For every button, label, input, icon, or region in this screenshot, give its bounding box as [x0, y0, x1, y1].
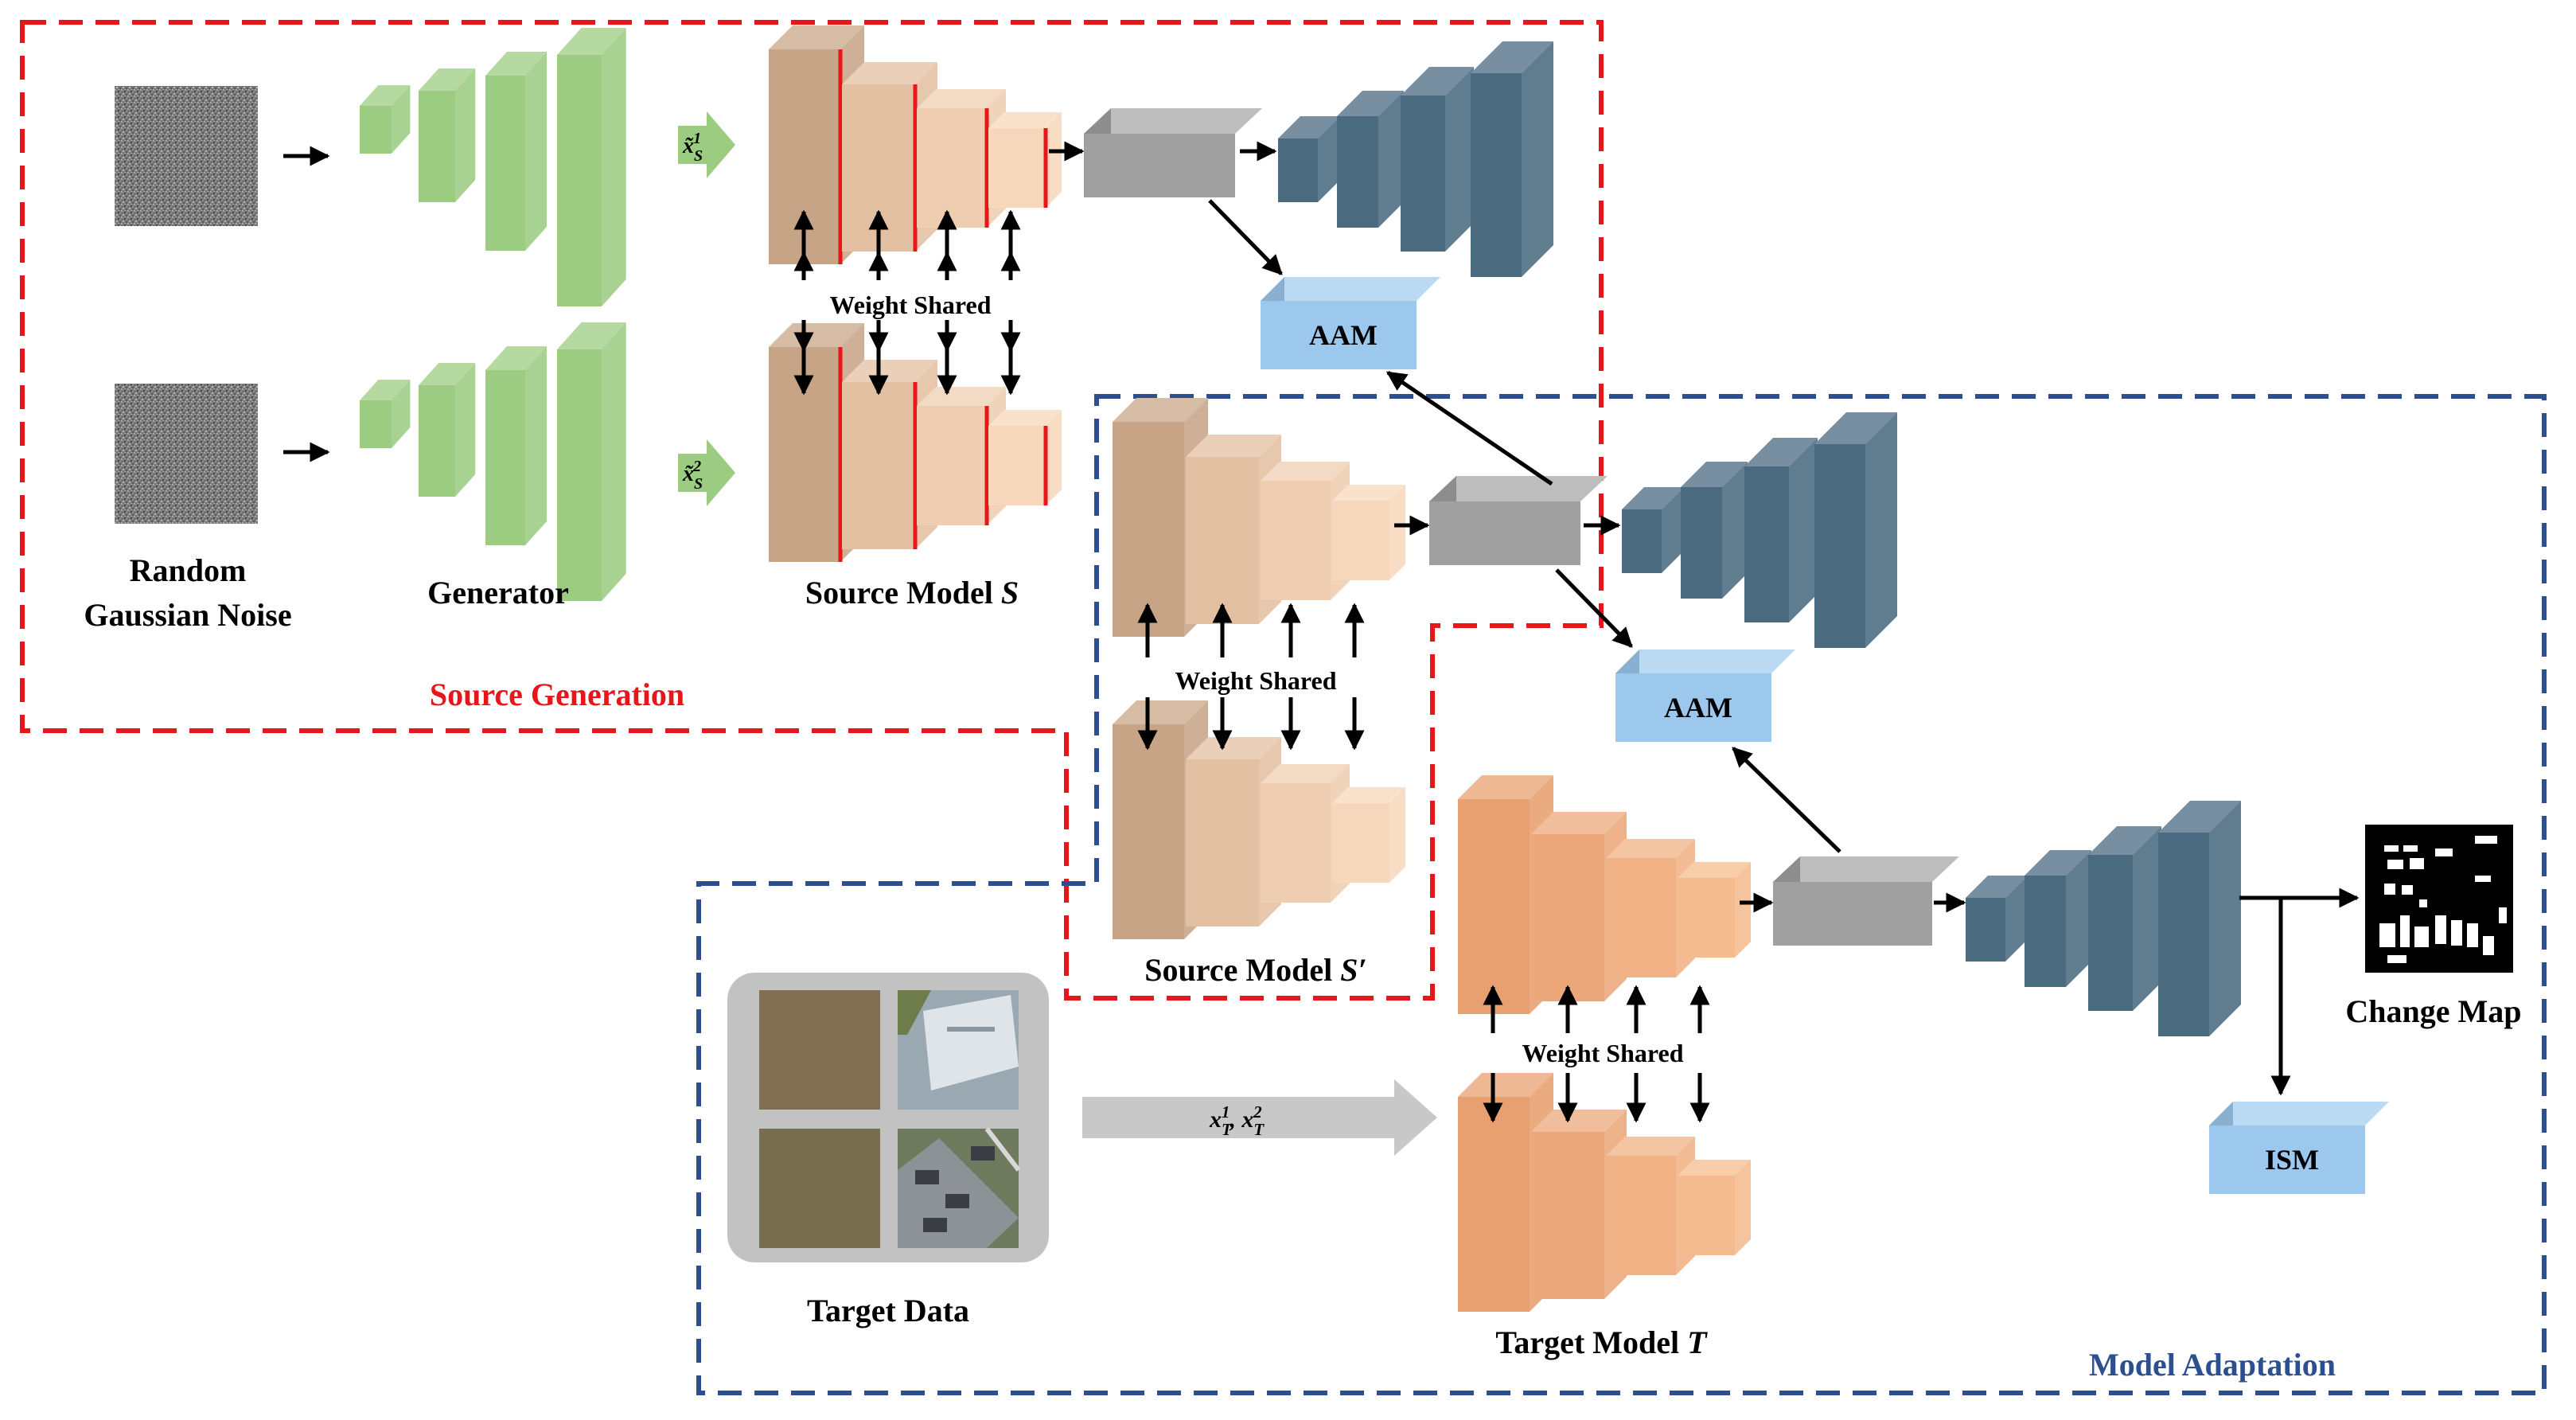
target-image-t1-a [759, 990, 880, 1110]
x-tilde-s2: x̃S2 [682, 458, 703, 493]
decoder-1 [1278, 41, 1553, 277]
target-image-t1-b [759, 1129, 880, 1248]
source-model-s-branch-2 [769, 323, 1062, 562]
connection-arrows [793, 141, 1966, 1123]
bottleneck-target [1773, 856, 1959, 946]
weight-shared-label-3: Weight Shared [1522, 1039, 1684, 1067]
dec1-layer-1 [1278, 116, 1340, 202]
srcP1-layer-4 [1332, 485, 1405, 580]
decoder-2 [1622, 412, 1897, 648]
change-map-image [2365, 825, 2513, 973]
dec3-layer-3 [2088, 826, 2161, 1011]
model-adaptation-boundary [696, 394, 2547, 1395]
generated-sample-arrow-1 [678, 111, 735, 178]
dec2-layer-3 [1744, 438, 1818, 622]
dec2-layer-4 [1814, 412, 1897, 648]
generator-2 [360, 322, 626, 601]
bottleneck-source-s-prime [1429, 476, 1608, 565]
gen1-layer-4 [557, 28, 626, 306]
ism-module-label: ISM [2265, 1144, 2319, 1176]
gen2-layer-3 [485, 346, 547, 545]
srcS1-layer-4 [988, 112, 1062, 208]
target-model-branch-1 [1458, 775, 1751, 1014]
change-map-label: Change Map [2345, 993, 2521, 1029]
noise-label-line1: Random [130, 552, 247, 588]
arrow-bottleneck-to-aam-2 [1555, 568, 1633, 648]
modules: AAM AAM ISM [1084, 108, 2389, 1194]
target-model-t-label: Target Model T [1495, 1324, 1708, 1360]
target-data-label: Target Data [807, 1293, 969, 1328]
tgt1-layer-4 [1678, 862, 1751, 958]
weight-shared-label-1: Weight Shared [830, 291, 992, 319]
target-data-arrow [1082, 1079, 1437, 1156]
ism-module: ISM [2209, 1102, 2389, 1194]
target-model-branch-2 [1458, 1073, 1751, 1312]
noise-image-1 [115, 86, 258, 226]
x-t-pair: xT1, xT2 [1209, 1102, 1265, 1139]
gen2-layer-2 [419, 363, 476, 497]
gen2-layer-1 [360, 380, 411, 448]
generator-label: Generator [427, 575, 569, 611]
arrow-bottleneck-prime-to-aam-1 [1385, 370, 1553, 486]
source-model-s-branch-1 [769, 25, 1062, 264]
gen2-layer-4 [557, 322, 626, 601]
tgt2-layer-4 [1678, 1160, 1751, 1255]
target-data-panel [727, 973, 1049, 1262]
dec1-layer-4 [1471, 41, 1553, 277]
source-model-s-prime-branch-1 [1113, 398, 1405, 637]
srcS2-layer-4 [988, 410, 1062, 505]
noise-label-line2: Gaussian Noise [84, 597, 291, 633]
noise-image-2 [115, 384, 258, 524]
dec2-layer-2 [1681, 462, 1748, 599]
dec1-layer-3 [1401, 67, 1474, 252]
x-tilde-s1: x̃S1 [682, 130, 703, 165]
aam-module-1-label: AAM [1309, 319, 1378, 351]
dec3-layer-2 [2025, 850, 2091, 987]
aam-module-2-label: AAM [1664, 692, 1732, 724]
weight-shared-label-2: Weight Shared [1175, 666, 1337, 695]
generator-1 [360, 28, 626, 306]
generated-sample-arrow-2 [678, 439, 735, 506]
gen1-layer-1 [360, 85, 411, 154]
source-model-s-prime-branch-2 [1113, 700, 1405, 939]
dec2-layer-1 [1622, 487, 1684, 573]
source-model-s-label: Source Model S [805, 575, 1019, 611]
dec3-layer-4 [2158, 801, 2241, 1036]
source-generation-boundary [20, 20, 1604, 1001]
dec3-layer-1 [1966, 876, 2028, 962]
decoder-3 [1966, 801, 2241, 1036]
srcP2-layer-4 [1332, 787, 1405, 883]
dec1-layer-2 [1337, 91, 1404, 228]
source-model-s-prime-label: Source Model S′ [1144, 952, 1366, 988]
gen1-layer-3 [485, 52, 547, 251]
bottleneck-source-s [1084, 108, 1262, 197]
model-adaptation-label: Model Adaptation [2089, 1347, 2336, 1383]
source-generation-label: Source Generation [430, 677, 684, 712]
aam-module-1: AAM [1261, 277, 1440, 369]
aam-module-2: AAM [1615, 650, 1795, 742]
gen1-layer-2 [419, 68, 476, 202]
arrow-target-bottleneck-to-aam-2 [1732, 747, 1841, 853]
arrow-bottleneck-to-aam-1 [1208, 199, 1283, 275]
